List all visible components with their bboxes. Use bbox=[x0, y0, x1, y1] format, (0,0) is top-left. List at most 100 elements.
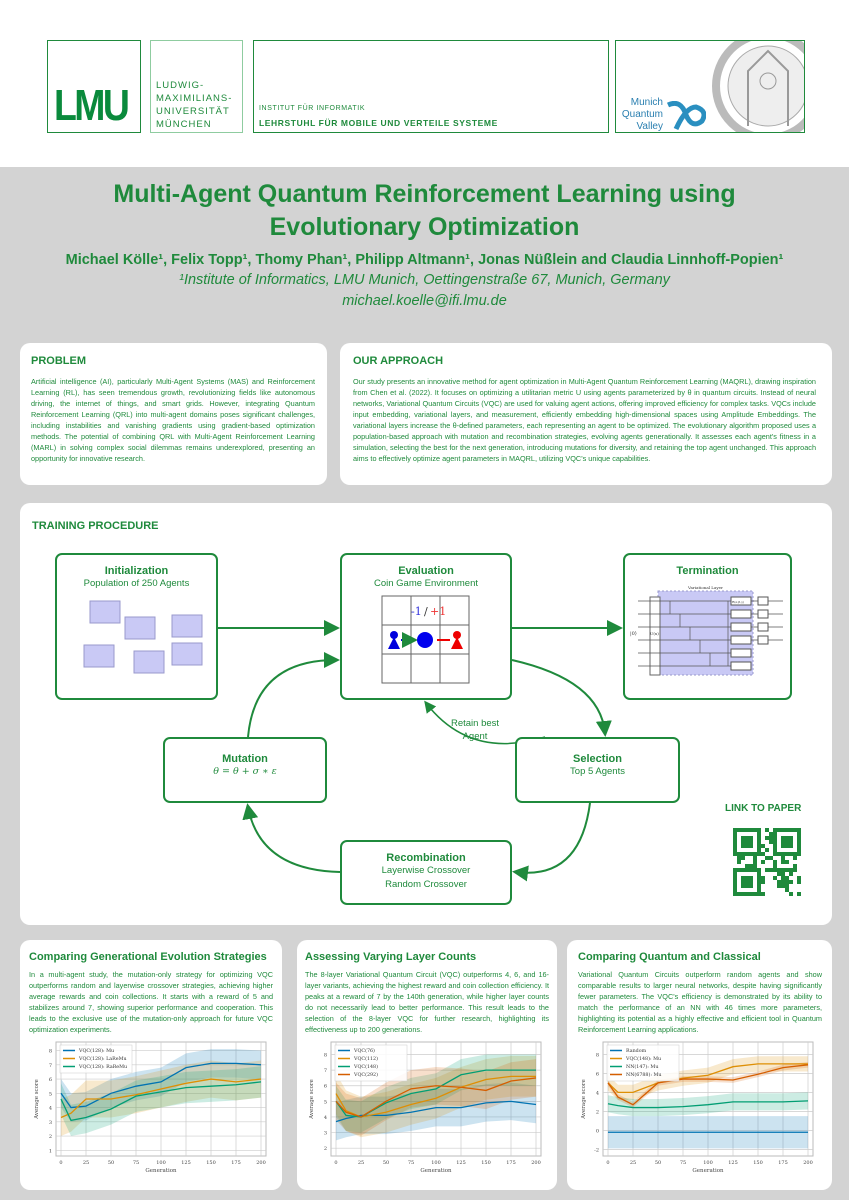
series-line bbox=[60, 1081, 262, 1122]
qr-module bbox=[781, 828, 785, 832]
series-band bbox=[336, 1056, 536, 1138]
svg-text:R(α,β,γ): R(α,β,γ) bbox=[732, 600, 744, 604]
qr-module bbox=[745, 868, 749, 872]
problem-heading: PROBLEM bbox=[31, 355, 86, 367]
y-tick-label: 3 bbox=[324, 1131, 327, 1137]
x-tick-label: 200 bbox=[256, 1160, 266, 1166]
qr-module bbox=[753, 828, 757, 832]
qr-module bbox=[745, 876, 749, 880]
university-name-box: LUDWIG- MAXIMILIANS- UNIVERSITÄT MÜNCHEN bbox=[150, 40, 243, 133]
qr-module bbox=[785, 836, 789, 840]
qr-module bbox=[761, 876, 765, 880]
qr-module bbox=[741, 880, 745, 884]
qr-module bbox=[745, 892, 749, 896]
x-axis-label: Generation bbox=[420, 1168, 452, 1174]
qr-module bbox=[741, 828, 745, 832]
y-tick-label: 8 bbox=[49, 1049, 52, 1055]
qr-module bbox=[737, 868, 741, 872]
qr-module bbox=[781, 860, 785, 864]
termination-node: Termination Variational Layer |0⟩ U(x) R… bbox=[623, 553, 792, 700]
arrow-selection-to-recomb bbox=[512, 802, 591, 882]
qr-module bbox=[733, 852, 737, 856]
qr-module bbox=[733, 844, 737, 848]
legend-entry: VQC(76) bbox=[353, 1047, 375, 1054]
qr-module bbox=[761, 852, 765, 856]
qr-module bbox=[765, 836, 769, 840]
qr-module bbox=[753, 864, 757, 868]
qr-module bbox=[781, 852, 785, 856]
qr-module bbox=[757, 844, 761, 848]
x-tick-label: 175 bbox=[778, 1160, 788, 1166]
y-tick-label: 2 bbox=[596, 1109, 599, 1115]
qr-module bbox=[781, 880, 785, 884]
qr-module bbox=[757, 892, 761, 896]
qr-code-link[interactable] bbox=[733, 828, 801, 896]
legend-entry: NN(147): Mu bbox=[626, 1063, 658, 1070]
qr-module bbox=[733, 892, 737, 896]
qr-module bbox=[781, 836, 785, 840]
x-tick-label: 200 bbox=[531, 1160, 541, 1166]
qr-module bbox=[797, 848, 801, 852]
qr-module bbox=[785, 828, 789, 832]
mqv-logo-text: Munich bbox=[630, 97, 663, 108]
qr-module bbox=[769, 856, 773, 860]
institute-box: INSTITUT FÜR INFORMATIK LEHRSTUHL FÜR MO… bbox=[253, 40, 609, 133]
qr-module bbox=[785, 860, 789, 864]
qr-module bbox=[773, 848, 777, 852]
y-axis-label: Average score bbox=[309, 1079, 315, 1120]
qr-module bbox=[737, 852, 741, 856]
qr-module bbox=[737, 828, 741, 832]
qr-module bbox=[789, 844, 793, 848]
university-line: MÜNCHEN bbox=[156, 119, 212, 130]
qr-module bbox=[733, 836, 737, 840]
recombination-node: Recombination Layerwise Crossover Random… bbox=[340, 840, 512, 905]
header: LMU LUDWIG- MAXIMILIANS- UNIVERSITÄT MÜN… bbox=[0, 0, 849, 167]
qr-module bbox=[785, 868, 789, 872]
qr-module bbox=[781, 844, 785, 848]
qr-module bbox=[765, 868, 769, 872]
reward-negative: -1 bbox=[411, 605, 422, 618]
qr-module bbox=[781, 884, 785, 888]
qr-module bbox=[749, 852, 753, 856]
svg-text:U(x): U(x) bbox=[650, 631, 659, 636]
qr-module bbox=[733, 876, 737, 880]
qr-module bbox=[789, 868, 793, 872]
qr-module bbox=[789, 836, 793, 840]
qr-module bbox=[733, 888, 737, 892]
problem-card: PROBLEM Artificial intelligence (AI), pa… bbox=[20, 343, 327, 485]
mutation-node: Mutation θ = θ + σ ∗ ε bbox=[163, 737, 327, 803]
legend-entry: Random bbox=[626, 1048, 647, 1054]
qr-module bbox=[797, 892, 801, 896]
x-axis-label: Generation bbox=[692, 1168, 724, 1174]
qr-module bbox=[785, 880, 789, 884]
qr-module bbox=[797, 832, 801, 836]
lmu-logo: LMU bbox=[47, 40, 141, 133]
y-axis-label: Average score bbox=[34, 1079, 40, 1120]
series-band bbox=[61, 1066, 261, 1137]
approach-card: OUR APPROACH Our study presents an innov… bbox=[340, 343, 832, 485]
qr-module bbox=[773, 852, 777, 856]
qr-module bbox=[749, 864, 753, 868]
qr-module bbox=[733, 848, 737, 852]
qr-module bbox=[777, 880, 781, 884]
qr-module bbox=[769, 836, 773, 840]
qr-module bbox=[793, 852, 797, 856]
university-seal-icon bbox=[712, 41, 804, 132]
result-heading: Comparing Generational Evolution Strateg… bbox=[29, 951, 267, 963]
y-tick-label: 7 bbox=[49, 1063, 52, 1069]
x-tick-label: 125 bbox=[456, 1160, 466, 1166]
qr-module bbox=[741, 884, 745, 888]
qr-module bbox=[773, 828, 777, 832]
result-card-1: Comparing Generational Evolution Strateg… bbox=[20, 940, 282, 1190]
authors: Michael Kölle¹, Felix Topp¹, Thomy Phan¹… bbox=[65, 252, 784, 268]
y-tick-label: 8 bbox=[596, 1052, 599, 1058]
qr-module bbox=[753, 852, 757, 856]
x-tick-label: 0 bbox=[606, 1160, 609, 1166]
qr-module bbox=[733, 828, 737, 832]
arrow-eval-to-selection bbox=[511, 659, 612, 737]
result-text: The 8-layer Variational Quantum Circuit … bbox=[305, 970, 549, 1034]
x-tick-label: 75 bbox=[680, 1160, 686, 1166]
y-tick-label: 4 bbox=[324, 1115, 327, 1121]
qr-module bbox=[741, 840, 745, 844]
